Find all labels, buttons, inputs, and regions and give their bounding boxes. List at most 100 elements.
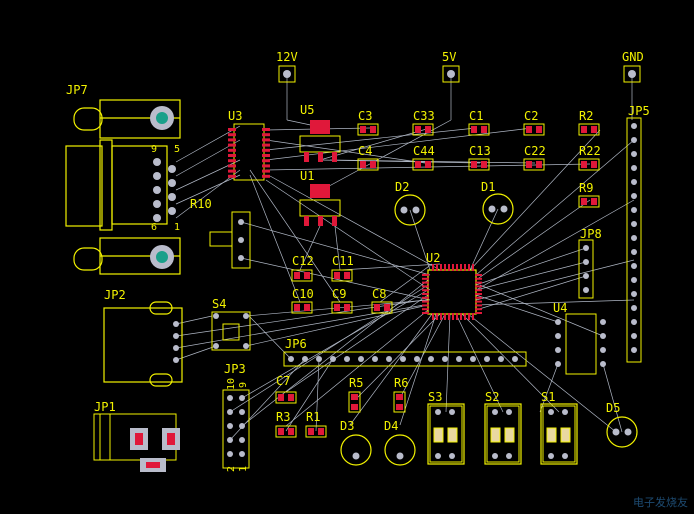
- u2-pad: [422, 308, 429, 311]
- diodes: [340, 193, 638, 466]
- ratsnest-line: [265, 139, 426, 164]
- dip-pin: [562, 409, 568, 415]
- ratsnest-line: [461, 313, 560, 413]
- label-db9-pin5: 5: [174, 144, 181, 155]
- label-jp3-pin2: 2: [226, 465, 237, 472]
- dip-lever: [447, 427, 458, 443]
- smd-pad: [481, 126, 487, 133]
- label-u4: U4: [553, 301, 568, 315]
- jp6-pin: [484, 356, 490, 362]
- u2-pad: [464, 313, 466, 320]
- ratsnest-line: [241, 289, 429, 399]
- label-u2: U2: [426, 251, 441, 265]
- u3-pad: [228, 143, 236, 147]
- ratsnest-line: [475, 275, 587, 311]
- smd-pad: [278, 394, 284, 401]
- u2-pad: [475, 274, 482, 276]
- u3-pad: [262, 143, 270, 147]
- dip-lever: [504, 427, 515, 443]
- ratsnest-line: [245, 304, 429, 347]
- u3-pad: [262, 138, 270, 142]
- ratsnest-line: [475, 261, 587, 291]
- u3-pad: [228, 133, 236, 137]
- smd-pad: [344, 272, 350, 279]
- jp5-pin: [631, 333, 637, 339]
- ratsnest-line: [315, 358, 320, 432]
- label-db9-pin9: 9: [151, 144, 158, 155]
- u3-pad: [262, 133, 270, 137]
- u3-pad: [262, 148, 270, 152]
- dip-pin: [506, 409, 512, 415]
- dip-pin: [548, 453, 554, 459]
- u3-pad: [262, 164, 270, 168]
- ratsnest-line: [175, 174, 241, 205]
- label-r10: R10: [190, 197, 212, 211]
- u2-pad: [456, 264, 458, 271]
- u2-pad: [448, 264, 450, 271]
- ratsnest-line: [455, 313, 504, 413]
- jp5-pin: [631, 263, 637, 269]
- label-c2: C2: [524, 109, 539, 123]
- u2-pad: [422, 304, 429, 307]
- jp7-pins: [153, 158, 176, 222]
- ratsnest-line: [445, 313, 451, 413]
- label-d3: D3: [340, 419, 355, 433]
- ratsnest-line: [349, 313, 433, 426]
- smd-outline: [275, 425, 297, 438]
- label-c12: C12: [292, 254, 314, 268]
- jp6-pin: [428, 356, 434, 362]
- smd-outline: [578, 123, 600, 136]
- jp5-pin: [631, 165, 637, 171]
- ratsnest-line: [475, 247, 587, 286]
- smd-pad: [536, 126, 542, 133]
- label-u1: U1: [300, 169, 315, 183]
- jp6-pin: [414, 356, 420, 362]
- jp6-pin: [400, 356, 406, 362]
- smd-pad: [360, 161, 366, 168]
- label-s4: S4: [212, 297, 227, 311]
- jp6-outline: [283, 351, 527, 367]
- label-jp2: JP2: [104, 288, 126, 302]
- smd-outline: [412, 158, 434, 171]
- u2-pad: [475, 312, 482, 314]
- jp8-outline: [578, 239, 594, 299]
- smd-outline: [412, 123, 434, 136]
- u2-pad: [422, 281, 429, 284]
- ratsnest-line: [269, 175, 441, 271]
- dip-pin: [492, 453, 498, 459]
- ratsnest-line: [285, 309, 429, 427]
- smd-pad: [384, 304, 390, 311]
- label-c7: C7: [276, 374, 291, 388]
- ratsnest-line: [249, 169, 341, 303]
- label-s1: S1: [541, 390, 556, 404]
- jp6-pin: [344, 356, 350, 362]
- smd-pad: [370, 161, 376, 168]
- label-r9: R9: [579, 181, 594, 195]
- smd-outline: [523, 123, 545, 136]
- label-r6: R6: [394, 376, 409, 390]
- ratsnest-line: [241, 279, 429, 427]
- ratsnest-line: [475, 199, 635, 291]
- potentiometer: [209, 211, 251, 269]
- dip-lever: [546, 427, 557, 443]
- label-r22: R22: [579, 144, 601, 158]
- jp1-power-jack: [93, 413, 180, 472]
- ratsnest-line: [175, 345, 217, 361]
- label-s3: S3: [428, 390, 443, 404]
- smd-pad: [294, 272, 300, 279]
- u4-pins: [555, 319, 606, 367]
- jp5-pin: [631, 123, 637, 129]
- ratsnest-line: [399, 313, 446, 399]
- jp2-connector: [103, 301, 183, 387]
- smd-pad: [294, 304, 300, 311]
- ratsnest-line: [409, 209, 431, 271]
- ratsnest-line: [265, 127, 533, 161]
- jp3-outline: [222, 389, 250, 469]
- u2-pad: [440, 264, 442, 271]
- jp5-pin: [631, 347, 637, 353]
- smd-pad: [278, 428, 284, 435]
- u3-pad: [228, 159, 236, 163]
- label-d1: D1: [481, 180, 496, 194]
- dip-pin: [449, 409, 455, 415]
